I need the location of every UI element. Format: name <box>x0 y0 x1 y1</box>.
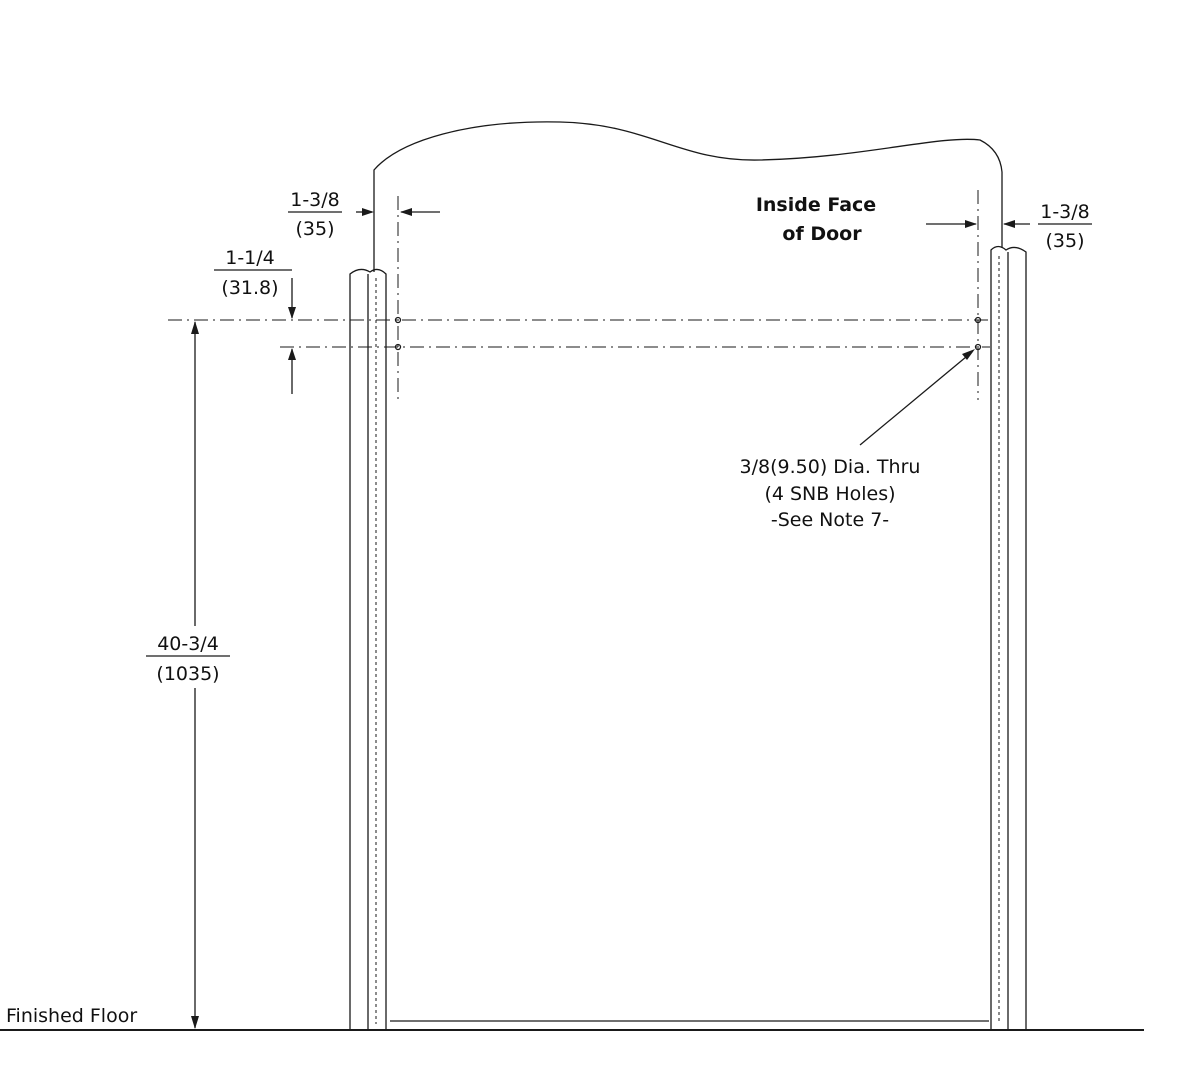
right-frame-post <box>990 245 1027 1030</box>
left-frame-post <box>349 268 387 1030</box>
hole-note-line3: -See Note 7- <box>771 509 889 531</box>
hole-spacing-metric: (31.8) <box>221 277 278 299</box>
inside-face-label-line1: Inside Face <box>756 194 876 216</box>
hole-centerlines <box>168 190 990 400</box>
right-face-offset-arrows <box>926 220 1030 228</box>
hole-note-line2: (4 SNB Holes) <box>764 483 895 505</box>
right-offset-metric: (35) <box>1045 230 1084 252</box>
left-offset-metric: (35) <box>295 218 334 240</box>
snb-holes <box>394 316 982 351</box>
hole-height-metric: (1035) <box>156 663 219 685</box>
door-outline <box>373 121 1003 272</box>
right-offset-fraction: 1-3/8 <box>1040 201 1090 223</box>
hole-height-dimension <box>191 321 199 1029</box>
hole-height-fraction: 40-3/4 <box>157 633 219 655</box>
hole-note-leader <box>859 349 975 446</box>
left-offset-fraction: 1-3/8 <box>290 189 340 211</box>
finished-floor-label: Finished Floor <box>6 1005 137 1027</box>
inside-face-label-line2: of Door <box>782 223 862 245</box>
left-face-offset-arrows <box>356 208 440 216</box>
hole-note-line1: 3/8(9.50) Dia. Thru <box>740 456 921 478</box>
hole-spacing-arrows <box>288 278 296 394</box>
hole-spacing-fraction: 1-1/4 <box>225 247 275 269</box>
